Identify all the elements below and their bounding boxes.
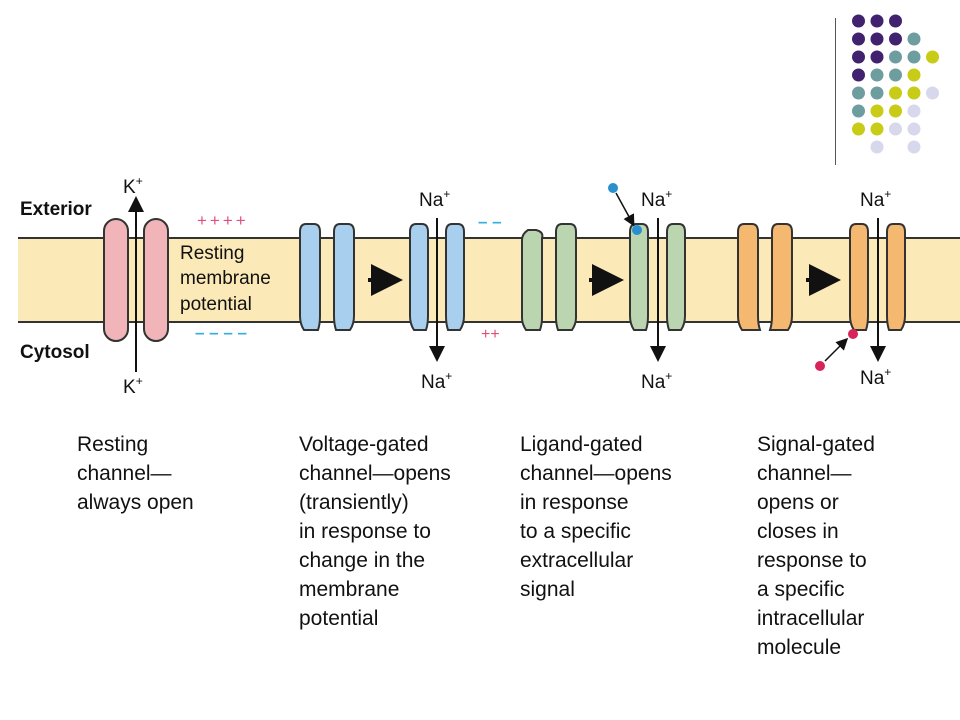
na-ion-ligand-top: Na+	[641, 187, 672, 211]
decorative-dot	[870, 50, 884, 64]
na-ion-signal-bottom: Na+	[860, 365, 891, 389]
signal-gated-channel-closed	[737, 223, 793, 331]
caption-signal-gated-channel: Signal-gated channel— opens or closes in…	[757, 433, 875, 659]
ligand-gated-channel-closed	[521, 223, 577, 331]
decorative-dot	[870, 32, 884, 46]
decorative-dot	[907, 104, 921, 118]
intracellular-signal-molecule	[815, 361, 825, 371]
signal-binding-arrow	[824, 337, 849, 362]
decorative-dot-grid	[852, 14, 939, 154]
positive-charges-bottom: ++	[481, 326, 500, 343]
decorative-dot	[926, 50, 939, 64]
caption-ligand-gated-channel: Ligand-gated channel—opens in response t…	[520, 433, 672, 601]
membrane-band	[18, 238, 960, 322]
signal-gated-channel-open	[849, 223, 906, 331]
na-ion-ligand-bottom: Na+	[641, 369, 672, 393]
decorative-dot	[889, 14, 902, 28]
decorative-dot	[852, 122, 865, 136]
decorative-dot	[907, 86, 921, 100]
decorative-dot	[870, 140, 884, 154]
decorative-dot	[907, 140, 921, 154]
decorative-dot	[889, 86, 902, 100]
ion-channel-diagram: K+ K+ ++++ – – – – – – ++ Resting membra…	[18, 174, 960, 398]
ligand-molecule	[608, 183, 618, 193]
decorative-dot	[870, 68, 884, 82]
decorative-dot	[870, 122, 884, 136]
negative-charges-bottom: – – – –	[195, 323, 247, 342]
decorative-dot	[852, 50, 865, 64]
decorative-dot	[907, 50, 921, 64]
decorative-dot	[870, 14, 884, 28]
decorative-dot	[907, 68, 921, 82]
bound-signal-molecule	[848, 329, 858, 339]
decorative-dot	[889, 32, 902, 46]
decorative-dot	[907, 122, 921, 136]
decorative-dot	[889, 122, 902, 136]
decorative-dot	[852, 32, 865, 46]
cytosol-label: Cytosol	[20, 342, 90, 363]
k-ion-top: K+	[123, 174, 143, 198]
positive-charges-top: ++++	[197, 211, 249, 230]
decorative-dot	[852, 86, 865, 100]
decorative-dot	[926, 86, 939, 100]
bound-ligand	[632, 225, 642, 235]
na-ion-voltage-bottom: Na+	[421, 369, 452, 393]
decorative-dot	[889, 104, 902, 118]
decorative-dot	[852, 68, 865, 82]
caption-voltage-gated-channel: Voltage-gated channel—opens (transiently…	[299, 433, 451, 630]
decorative-dot	[870, 86, 884, 100]
ligand-binding-arrow	[615, 192, 635, 227]
exterior-label: Exterior	[20, 199, 92, 220]
voltage-gated-channel-closed	[299, 223, 355, 331]
decorative-dot	[870, 104, 884, 118]
k-ion-bottom: K+	[123, 374, 143, 398]
decorative-dot	[889, 68, 902, 82]
resting-potential-label: Resting membrane potential	[180, 243, 276, 315]
caption-resting-channel: Resting channel— always open	[77, 433, 194, 514]
decorative-dot	[907, 32, 921, 46]
negative-charges-top: – –	[478, 212, 502, 231]
decorative-dot	[889, 50, 902, 64]
voltage-gated-channel-open	[409, 223, 465, 331]
na-ion-signal-top: Na+	[860, 187, 891, 211]
decorative-dot	[852, 14, 865, 28]
resting-channel	[103, 196, 169, 372]
decorative-dot	[852, 104, 865, 118]
decorative-divider	[835, 18, 836, 165]
ligand-gated-channel-open	[629, 223, 686, 331]
na-ion-voltage-top: Na+	[419, 187, 450, 211]
